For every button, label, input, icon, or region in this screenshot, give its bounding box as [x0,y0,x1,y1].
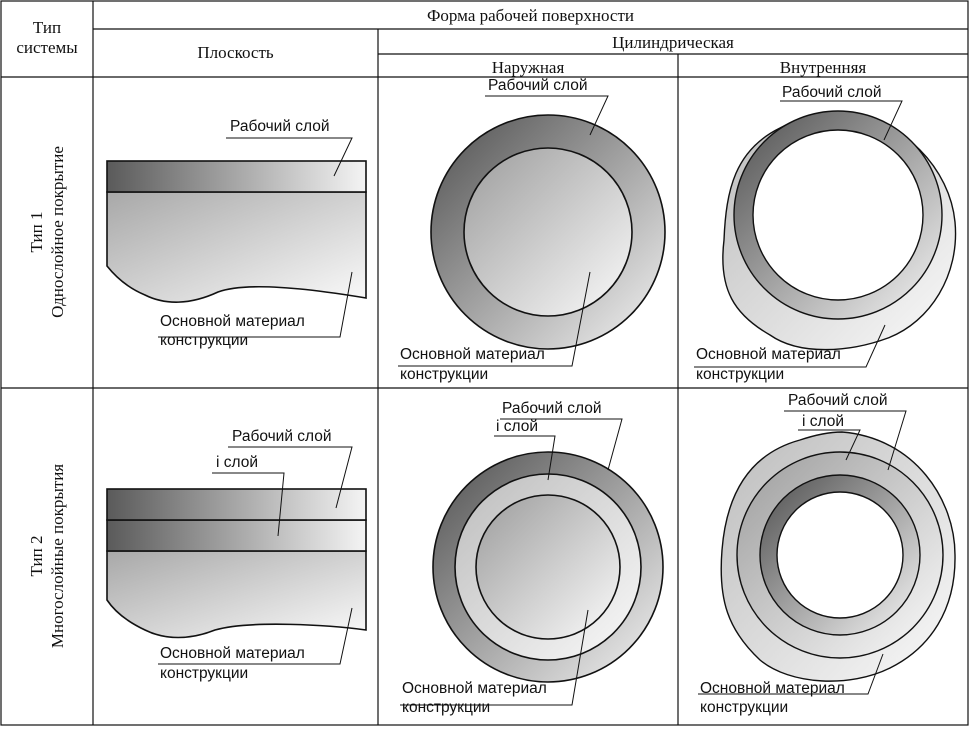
bore-shape [752,129,924,301]
header-inner: Внутренняя [779,58,867,77]
r1-inner-base-line2: конструкции [696,366,785,383]
r1-outer-working-layer-label: Рабочий слой [488,77,588,94]
r2-flat-base-line1: Основной материал [160,645,305,662]
r1-inner-working-layer-label: Рабочий слой [782,84,882,101]
bore-shape [776,491,904,619]
header-flat: Плоскость [197,43,274,62]
r1-outer-base-line1: Основной материал [400,346,545,363]
leaders-r1-inner [694,100,903,368]
leaders-r1-outer [398,95,609,367]
r2-flat-base-line2: конструкции [160,665,249,682]
r1-outer-base-line2: конструкции [400,366,489,383]
r2-inner-base-line1: Основной материал [700,680,845,697]
r1-flat-base-line2: конструкции [160,332,249,349]
leaders-r2-inner [698,410,907,695]
r2-outer-i-layer-label: i слой [496,418,538,435]
row-1-label: Тип 1 Однослойное покрытие [26,122,68,342]
outer-multi-layer-drawing [432,451,664,683]
row-2-type: Тип 2 [27,535,46,577]
r2-flat-i-layer-label: i слой [216,454,258,471]
r1-inner-base-line1: Основной материал [696,346,841,363]
row-1-coating: Однослойное покрытие [48,146,67,318]
outer-single-layer-drawing [430,114,666,350]
leaders-r2-outer [400,418,623,706]
r2-inner-working-layer-label: Рабочий слой [788,392,888,409]
leaders-r2-flat [158,446,353,665]
row-2-label: Тип 2 Многослойные покрытия [26,436,68,676]
base-material-shape [106,191,367,303]
base-material-shape [475,494,621,640]
flat-single-layer-drawing [106,160,367,303]
r1-flat-base-line1: Основной материал [160,313,305,330]
header-cylindrical: Цилиндрическая [612,33,734,52]
header-surface-form: Форма рабочей поверхности [427,6,634,25]
r2-flat-working-layer-label: Рабочий слой [232,428,332,445]
header-type-system: Тип системы [16,18,78,57]
r2-outer-base-line2: конструкции [402,699,491,716]
r2-inner-i-layer-label: i слой [802,413,844,430]
base-material-shape [463,147,633,317]
working-layer-shape [106,160,367,193]
r2-outer-base-line1: Основной материал [402,680,547,697]
row-2-coating: Многослойные покрытия [48,463,67,649]
i-layer-shape [106,519,367,552]
inner-single-layer-drawing [722,110,957,351]
r1-flat-working-layer-label: Рабочий слой [230,118,330,135]
r2-outer-working-layer-label: Рабочий слой [502,400,602,417]
flat-multi-layer-drawing [106,488,367,639]
row-1-type: Тип 1 [27,211,46,253]
r2-inner-base-line2: конструкции [700,699,789,716]
header-outer: Наружная [491,58,565,77]
base-material-shape [106,550,367,639]
working-layer-shape [106,488,367,521]
inner-multi-layer-drawing [720,431,956,682]
leaders-r1-flat [158,137,353,338]
